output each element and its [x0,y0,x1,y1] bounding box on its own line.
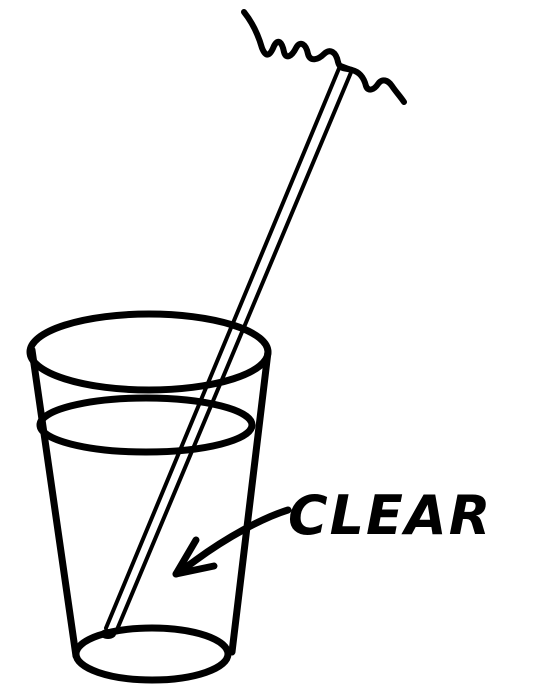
water-surface [36,394,256,456]
straw-left-edge [104,64,342,630]
arrow-head [172,536,218,578]
glass-base [72,624,232,684]
glass-left-side [28,346,80,660]
straw-right-edge [114,68,354,634]
straw-top-cap [336,62,356,72]
glass-right-side [228,348,272,656]
clear-label: CLEAR [288,484,492,547]
smoke-squiggle [241,9,407,105]
